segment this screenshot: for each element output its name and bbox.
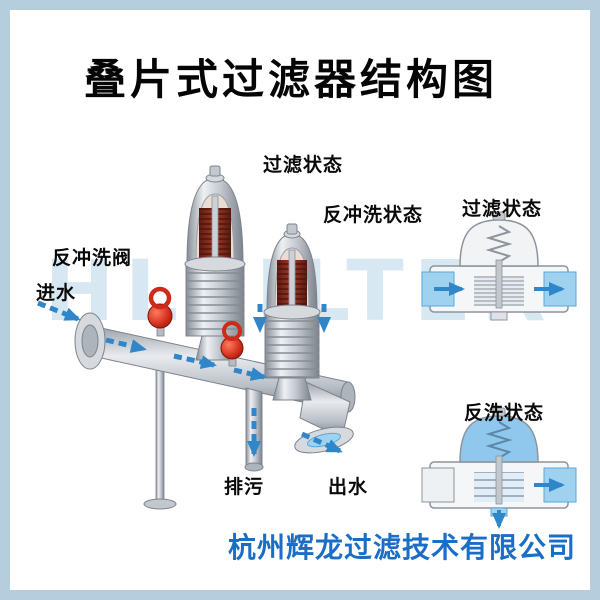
spring	[485, 421, 513, 459]
support-leg	[155, 365, 165, 503]
label-backwash-state-detail: 反洗状态	[464, 402, 545, 424]
label-filter-state-detail: 过滤状态	[462, 198, 543, 220]
flow-arrows	[37, 300, 343, 457]
spring	[485, 225, 513, 263]
inlet-port	[421, 467, 455, 503]
label-backwash-valve: 反冲洗阀	[52, 247, 133, 269]
filter-unit-filtering	[184, 165, 246, 361]
detail-filtering-state	[421, 211, 577, 321]
label-filter-state-main: 过滤状态	[263, 154, 344, 176]
label-backwash-state-main: 反冲洗状态	[323, 204, 424, 226]
detail-backwash-state	[421, 407, 577, 529]
outlet-flow-arrow	[300, 431, 343, 454]
support-foot	[143, 498, 177, 510]
company-name: 杭州辉龙过滤技术有限公司	[227, 531, 576, 564]
inlet-flow-arrow	[37, 300, 81, 322]
valve-handwheel	[222, 321, 242, 341]
label-inlet: 进水	[36, 282, 77, 304]
label-drain: 排污	[224, 476, 265, 498]
filter-structure-diagram	[37, 165, 577, 529]
filter-unit-backwash	[263, 223, 321, 401]
valve-handwheel	[148, 286, 172, 310]
backwash-valve	[147, 286, 173, 337]
label-outlet: 出水	[328, 476, 369, 498]
page-title: 叠片式过滤器结构图	[84, 55, 499, 104]
drain-valve	[220, 321, 244, 367]
